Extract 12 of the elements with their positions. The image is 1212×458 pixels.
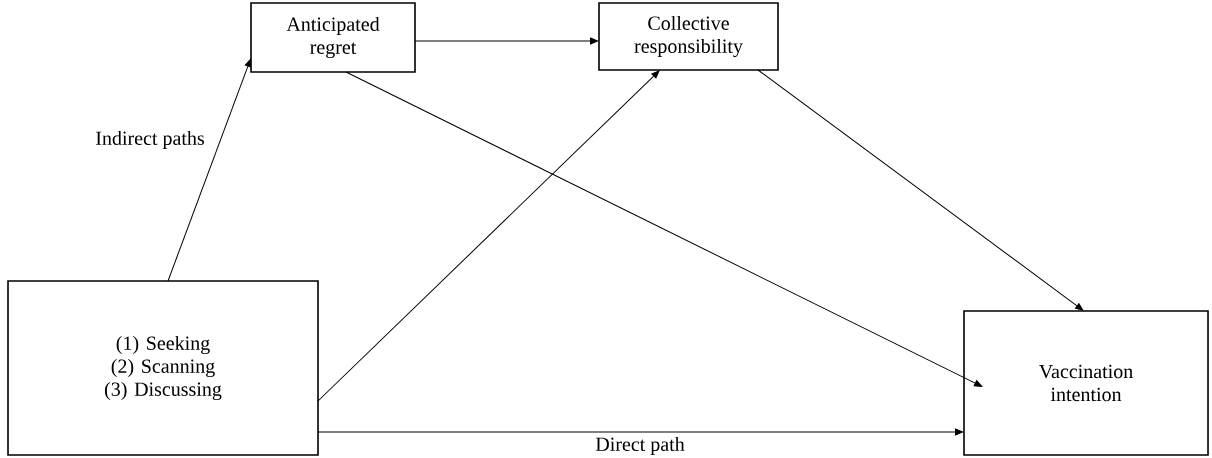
arrow	[317, 70, 660, 402]
arrow	[345, 71, 983, 387]
concept-box: (1) Seeking (2) Scanning (3) Discussing	[7, 280, 319, 456]
arrow	[414, 37, 599, 45]
edge-label: Direct path	[595, 436, 685, 456]
edge-label: Indirect paths	[96, 130, 204, 150]
concept-box: Vaccination intention	[963, 310, 1209, 456]
concept-box: Anticipated regret	[250, 2, 416, 73]
concept-box: Collective responsibility	[598, 2, 779, 71]
arrow	[317, 428, 964, 436]
arrow	[167, 58, 252, 282]
arrow	[757, 69, 1084, 311]
